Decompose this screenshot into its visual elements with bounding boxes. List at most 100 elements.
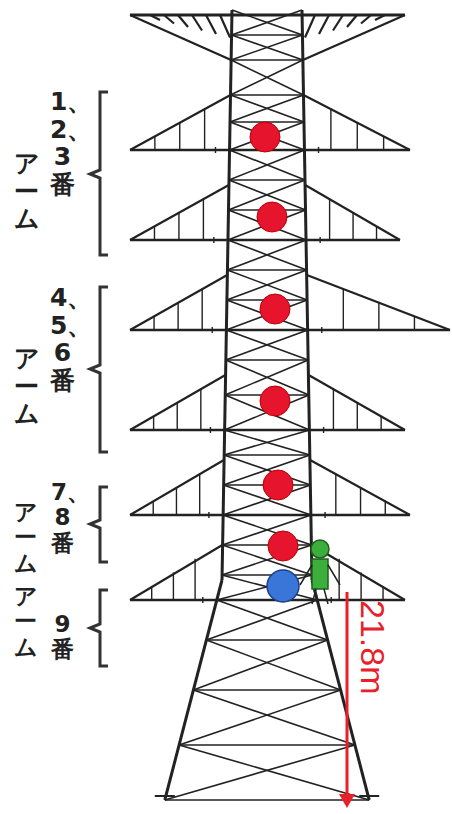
steel-member — [154, 136, 155, 150]
steel-member — [130, 545, 222, 600]
steel-member — [224, 430, 310, 455]
steel-member — [357, 403, 358, 431]
dimension-label: 21.8m — [353, 600, 392, 695]
steel-member — [193, 640, 327, 690]
steel-member — [231, 35, 302, 60]
steel-member — [229, 179, 305, 181]
steel-member — [151, 586, 152, 600]
steel-member — [310, 460, 410, 515]
steel-member — [212, 327, 213, 333]
steel-member — [178, 15, 188, 27]
steel-member — [231, 60, 303, 95]
steel-member — [202, 597, 203, 603]
steel-member — [347, 15, 357, 27]
steel-member — [200, 389, 201, 430]
steel-member — [222, 545, 312, 575]
steel-member — [153, 316, 154, 330]
steel-member — [154, 226, 155, 240]
steel-member — [333, 15, 343, 31]
steel-member — [324, 512, 325, 518]
steel-member — [217, 600, 328, 640]
steel-member — [206, 600, 317, 640]
steel-member — [206, 15, 216, 34]
steel-member — [130, 375, 225, 430]
steel-member — [307, 275, 450, 330]
steel-member — [227, 270, 307, 300]
arm-label: アーム — [14, 584, 37, 660]
steel-member — [224, 430, 310, 455]
steel-member — [179, 744, 355, 746]
steel-member — [179, 123, 180, 151]
steel-member — [223, 515, 312, 545]
steel-member — [329, 199, 330, 240]
steel-member — [357, 123, 358, 151]
steel-member — [130, 95, 230, 150]
steel-member — [130, 14, 405, 17]
steel-member — [178, 213, 179, 241]
steel-member — [383, 136, 384, 150]
arm-label: 1、2、3番 — [50, 88, 75, 198]
steel-member — [206, 639, 327, 641]
steel-member — [199, 474, 200, 515]
steel-member — [222, 515, 311, 545]
steel-member — [230, 94, 303, 96]
steel-member — [232, 35, 303, 60]
steel-member — [376, 226, 377, 240]
steel-member — [130, 514, 410, 517]
steel-member — [338, 559, 339, 600]
steel-member — [193, 689, 340, 691]
steel-member — [229, 150, 305, 180]
steel-member — [164, 15, 174, 24]
steel-member — [194, 559, 195, 600]
steel-member — [360, 488, 361, 516]
steel-member — [378, 303, 379, 331]
steel-member — [333, 389, 334, 430]
steel-member — [206, 640, 340, 690]
steel-member — [165, 745, 355, 800]
arm-label: 4、5、6番 — [50, 284, 75, 394]
steel-member — [222, 545, 312, 575]
steel-member — [385, 501, 386, 515]
steel-member — [192, 15, 202, 31]
steel-member — [130, 185, 229, 240]
steel-member — [232, 34, 303, 36]
steel-member — [226, 330, 308, 360]
steel-member — [319, 15, 329, 34]
steel-member — [331, 597, 332, 603]
steel-member — [305, 15, 315, 38]
steel-member — [352, 213, 353, 241]
steel-member — [155, 795, 175, 797]
steel-member — [215, 147, 216, 153]
steel-member — [305, 185, 400, 240]
steel-member — [179, 690, 341, 745]
steel-member — [150, 15, 160, 20]
steel-member — [208, 512, 209, 518]
steel-member — [153, 501, 154, 515]
steel-member — [204, 109, 205, 150]
steel-member — [222, 574, 312, 576]
steel-member — [130, 15, 231, 60]
steel-member — [130, 429, 405, 432]
steel-member — [414, 316, 415, 330]
steel-member — [229, 150, 305, 180]
steel-member — [303, 15, 405, 60]
arm-label: アーム — [14, 150, 39, 233]
steel-member — [304, 95, 410, 150]
steel-member — [176, 488, 177, 516]
steel-member — [335, 474, 336, 515]
position-markers — [250, 122, 299, 602]
steel-member — [130, 275, 227, 330]
arm-label: 7、8番 — [51, 480, 74, 556]
steel-member — [319, 237, 320, 243]
steel-member — [226, 330, 308, 360]
steel-member — [321, 327, 322, 333]
steel-member — [323, 427, 324, 433]
arm-label: アーム — [14, 345, 39, 428]
steel-member — [130, 239, 400, 242]
steel-member — [210, 427, 211, 433]
steel-member — [179, 745, 369, 800]
steel-member — [359, 795, 379, 797]
steel-member — [227, 240, 306, 270]
steel-member — [220, 15, 230, 38]
steel-member — [165, 799, 369, 801]
